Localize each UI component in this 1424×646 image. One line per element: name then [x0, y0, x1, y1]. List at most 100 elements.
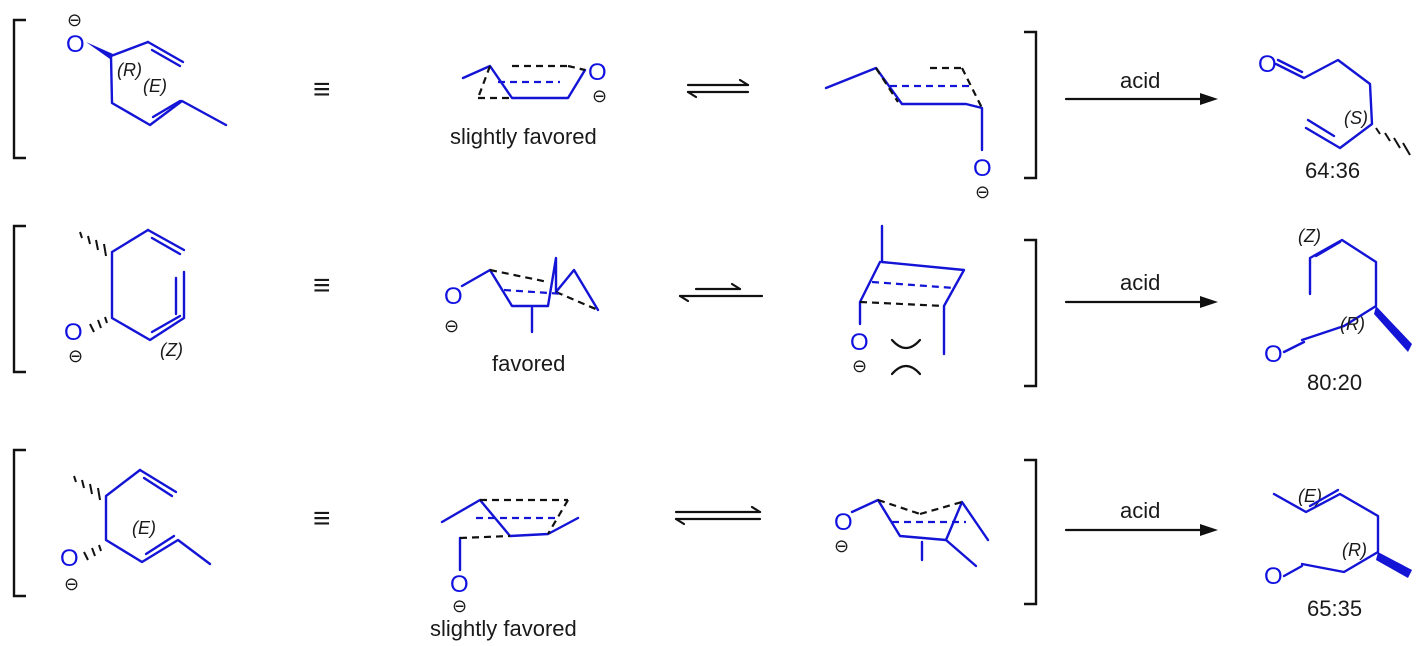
hash-bond [89, 323, 95, 333]
skeleton [104, 468, 212, 566]
wedge-bond [86, 42, 113, 59]
charge-minus: ⊖ [444, 316, 459, 337]
skeleton [1300, 238, 1378, 342]
product-ratio: 64:36 [1305, 158, 1360, 183]
hash-bond [103, 243, 107, 257]
hash-bond [79, 231, 83, 239]
hash-bond [97, 487, 101, 501]
chair-transition-state: O ⊖ [440, 498, 580, 617]
oxygen-atom: O [588, 59, 607, 86]
delocalized-bond [871, 280, 955, 290]
stereo-descriptor: (E) [1298, 486, 1322, 506]
arrowhead [1200, 93, 1218, 105]
forming-bond [961, 67, 983, 109]
alkene-bond [146, 228, 186, 252]
delocalized-bond [503, 288, 565, 296]
alkene-bond [1282, 564, 1304, 578]
row-3: O ⊖ (E) ≡ O ⊖ slightly favored O ⊖ [12, 448, 1412, 641]
equilibrium-arrow [674, 505, 762, 526]
alkene-bond [150, 48, 182, 68]
steric-clash-icon [890, 338, 922, 376]
forming-bond [476, 65, 492, 99]
hash-bond [104, 316, 108, 324]
stereo-descriptor: (Z) [1298, 226, 1321, 246]
hash-bond [1384, 132, 1391, 142]
oxygen-atom: O [1264, 563, 1283, 590]
stereo-descriptor: (R) [117, 60, 142, 80]
equilibrium-arrow [678, 282, 764, 303]
alkene-bond [151, 99, 182, 119]
chair-bonds [858, 260, 882, 326]
hash-bond [98, 544, 102, 552]
starting-material: ⊖ O (R) (E) [66, 10, 228, 127]
forming-bond [489, 268, 549, 284]
left-bracket [12, 224, 26, 374]
charge-minus: ⊖ [592, 86, 607, 107]
stereo-descriptor: (E) [132, 518, 156, 538]
skeleton [109, 40, 228, 127]
chair-transition-state: O ⊖ [850, 224, 966, 377]
forming-bond [547, 499, 569, 535]
hash-bond [1375, 127, 1381, 135]
charge-minus: ⊖ [452, 596, 467, 617]
alkene-bond [142, 476, 174, 498]
alkene-bond [150, 236, 182, 256]
product: (Z) O (R) [1264, 226, 1412, 368]
chair-transition-state: O ⊖ [824, 66, 992, 203]
alkene-bond [1276, 58, 1304, 74]
alkene-bond [150, 314, 182, 334]
oxygen-atom: O [1258, 51, 1277, 78]
chair-bonds [944, 538, 978, 568]
equivalence-symbol: ≡ [313, 269, 331, 302]
hash-bond [83, 551, 89, 561]
product: O (S) [1258, 51, 1411, 156]
oxygen-atom: O [66, 31, 85, 58]
alkene-bond [138, 468, 178, 494]
hash-bond [81, 479, 85, 489]
hash-bond [1393, 137, 1401, 149]
chair-bonds [824, 66, 984, 152]
stereo-descriptor: (R) [1340, 314, 1365, 334]
starting-material: O ⊖ (E) [60, 468, 212, 595]
right-bracket [1024, 458, 1038, 606]
forming-bond [567, 64, 586, 72]
forming-bond [875, 67, 899, 103]
charge-minus: ⊖ [64, 574, 79, 595]
charge-minus: ⊖ [852, 356, 867, 377]
oxygen-atom: O [444, 283, 463, 310]
ts-note: slightly favored [430, 616, 577, 641]
chair-bonds [880, 224, 966, 356]
hash-bond [73, 475, 77, 483]
chair-transition-state: O ⊖ [461, 59, 607, 107]
forming-bond [459, 534, 511, 540]
charge-minus: ⊖ [834, 536, 849, 557]
chair-bonds [460, 256, 600, 312]
alkene-bond [1314, 240, 1342, 258]
hash-bond [91, 547, 96, 557]
left-bracket [12, 448, 26, 598]
oxygen-atom: O [450, 571, 469, 598]
equivalence-symbol: ≡ [313, 73, 331, 106]
forming-bond [859, 300, 945, 308]
hash-bond [97, 319, 102, 329]
oxygen-atom: O [64, 319, 83, 346]
row-1: ⊖ O (R) (E) ≡ O ⊖ slightly favored [12, 10, 1411, 203]
alkene-bond [144, 534, 176, 556]
forming-bond [555, 290, 599, 312]
reagent-label: acid [1120, 68, 1160, 93]
stereo-descriptor: (R) [1342, 540, 1367, 560]
charge-minus: ⊖ [68, 346, 83, 367]
arrowhead [1200, 524, 1218, 536]
hash-bond [95, 239, 99, 251]
alkene-bond [146, 40, 185, 64]
right-bracket [1024, 238, 1038, 388]
equivalence-symbol: ≡ [313, 502, 331, 535]
oxygen-atom: O [834, 509, 853, 536]
stereo-descriptor: (Z) [160, 340, 183, 360]
hash-bond [87, 235, 91, 245]
chair-bonds [850, 498, 990, 542]
wedge-bond [1376, 552, 1412, 578]
alkene-bond [1308, 488, 1340, 508]
skeleton [1272, 492, 1380, 574]
